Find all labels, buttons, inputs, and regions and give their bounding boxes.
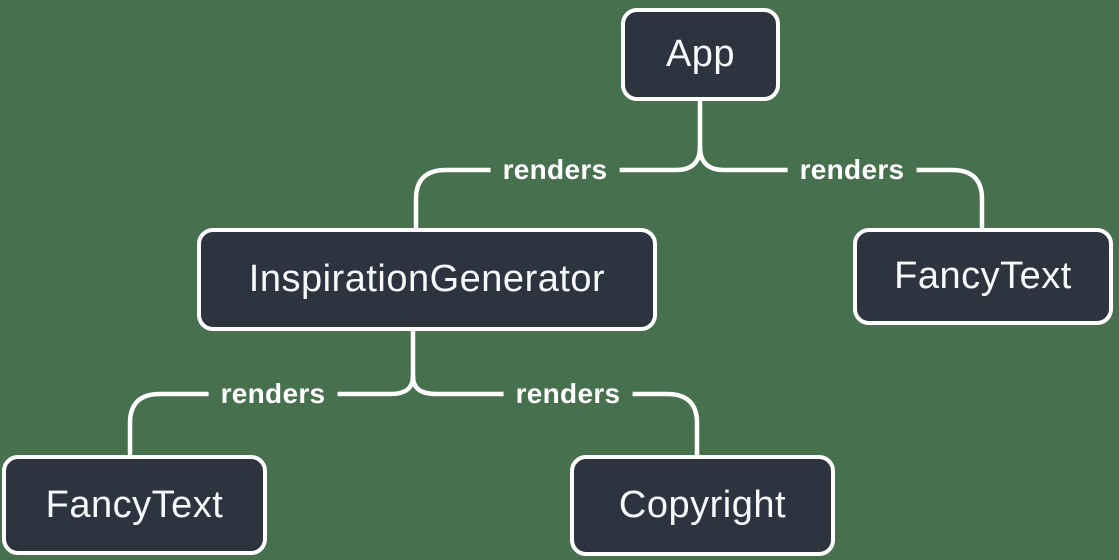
node-inspiration-generator-label: InspirationGenerator [248,258,606,300]
node-fancy-text-top-label: FancyText [894,255,1072,297]
edge-app-to-inspirationgenerator [413,144,703,233]
edge-label-app-fancytext: renders [787,151,917,189]
node-app: App [621,8,780,101]
node-fancy-text-bottom-label: FancyText [45,483,224,526]
node-fancy-text-bottom: FancyText [2,455,267,555]
edge-inspirationgenerator-to-fancytext [127,373,416,460]
edge-inspirationgenerator-to-copyright [410,373,700,462]
edge-label-app-inspirationgenerator: renders [490,151,620,189]
node-fancy-text-top: FancyText [853,228,1113,325]
node-copyright-label: Copyright [618,484,787,526]
node-app-label: App [665,33,736,75]
node-inspiration-generator: InspirationGenerator [197,228,657,331]
edge-label-inspirationgenerator-fancytext: renders [208,375,338,413]
edge-app-to-fancytext [697,144,985,233]
node-copyright: Copyright [570,455,835,556]
edge-label-inspirationgenerator-copyright: renders [503,375,633,413]
